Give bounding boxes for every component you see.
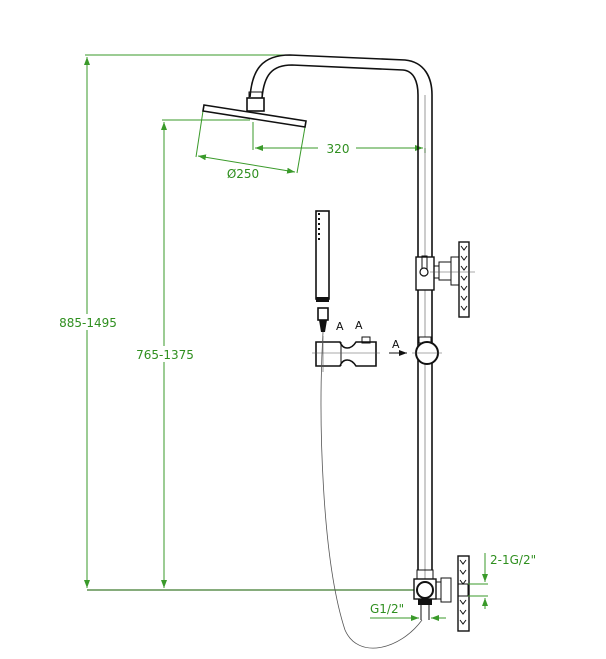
holder-section <box>412 336 442 365</box>
head-diameter-label: Ø250 <box>227 167 259 181</box>
rain-shower-head <box>202 91 307 128</box>
outlet-thread-label: G1/2" <box>370 602 404 616</box>
view-arrow-label: A <box>392 338 400 351</box>
detail-marker-label: A <box>355 319 363 332</box>
section-a-label: A <box>336 320 344 333</box>
inlet-spacing-label: 2-1G/2" <box>490 553 536 567</box>
dim-overall-height: 885-1495 <box>56 54 432 591</box>
hand-shower-holder: A A <box>312 319 380 372</box>
shower-hose <box>320 331 423 649</box>
wall-bracket <box>415 241 475 318</box>
dim-outlet-thread: G1/2" <box>370 602 446 621</box>
dim-head-height: 765-1375 <box>133 119 250 588</box>
mixer-valve <box>413 555 470 632</box>
dim-head-diameter: Ø250 <box>195 110 306 181</box>
arm-reach-label: 320 <box>327 142 350 156</box>
overall-height-label: 885-1495 <box>59 316 117 330</box>
dim-inlet-spacing: 2-1G/2" <box>468 553 536 609</box>
hand-shower <box>315 210 330 332</box>
head-height-label: 765-1375 <box>136 348 194 362</box>
view-arrow-a: A <box>389 338 407 356</box>
dim-arm-reach: 320 <box>252 122 426 156</box>
